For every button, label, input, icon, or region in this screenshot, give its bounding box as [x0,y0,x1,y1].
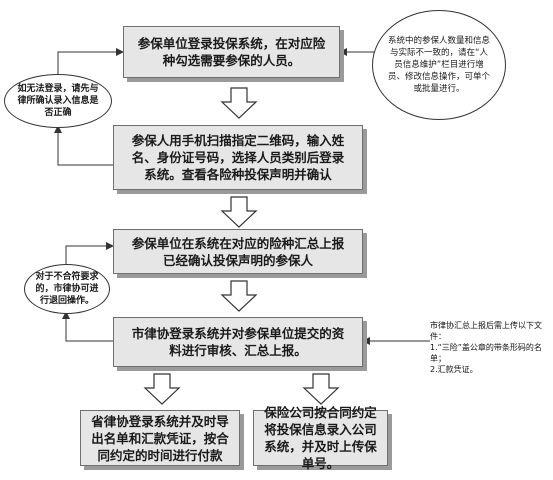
bubble-info-mismatch: 系统中的参保人数量和信息与实际不一致的，请在“人员信息维护”栏目进行增员、修改信… [372,10,506,120]
bubble-login-failure: 如无法登录，请先与律所确认录入信息是否正确 [4,74,112,128]
step-4-city-review: 市律协登录系统并对参保单位提交的资料进行审核、汇总上报。 [113,317,363,367]
down-arrow-1 [220,87,258,119]
down-arrow-4a [143,373,181,405]
step-2-scan-qr: 参保人用手机扫描指定二维码，输入姓名、身份证号码，选择人员类别后登录系统。查看各… [113,125,363,190]
upload-note-line-2: 1.“三险”盖公章的带条形码的名单； [430,343,542,363]
upload-note-line-3: 2.汇款凭证。 [430,365,478,374]
down-arrow-3 [220,280,258,312]
step-1-unit-login: 参保单位登录投保系统，在对应险种勾选需要参保的人员。 [123,26,340,78]
connector-step4-to-reject [62,311,113,342]
connector-loginfail-to-step1 [57,48,124,76]
step-5b-insurer-entry: 保险公司按合同约定将投保信息录入公司系统，并及时上传保单号。 [253,405,388,471]
step-2-text: 参保人用手机扫描指定二维码，输入姓名、身份证号码，选择人员类别后登录系统。查看各… [131,133,345,182]
down-arrow-4b [302,373,340,405]
connector-step2-to-loginfail [54,125,113,166]
bubble-reject-text: 对于不合符要求的，市律协可进行退回操作。 [35,272,99,306]
upload-note-line-1: 市律协汇总上报后需上传以下文件： [430,321,542,341]
step-3-text: 参保单位在系统在对应的险种汇总上报已经确认投保声明的参保人 [131,235,345,268]
step-1-text: 参保单位登录投保系统，在对应险种勾选需要参保的人员。 [137,36,326,68]
step-4-text: 市律协登录系统并对参保单位提交的资料进行审核、汇总上报。 [131,326,345,358]
step-5b-text: 保险公司按合同约定将投保信息录入公司系统，并及时上传保单号。 [264,405,377,471]
step-5a-province-pay: 省律协登录系统并及时导出名单和汇款凭证，按合同约定的时间进行付款 [80,410,240,466]
bubble-reject: 对于不合符要求的，市律协可进行退回操作。 [24,264,110,314]
bubble-info-mismatch-text: 系统中的参保人数量和信息与实际不一致的，请在“人员信息维护”栏目进行增员、修改信… [387,36,490,94]
bubble-login-failure-text: 如无法登录，请先与律所确认录入信息是否正确 [17,84,99,118]
step-5a-text: 省律协登录系统并及时导出名单和汇款凭证，按合同约定的时间进行付款 [91,413,229,463]
upload-requirements-note: 市律协汇总上报后需上传以下文件： 1.“三险”盖公章的带条形码的名单； 2.汇款… [430,320,548,375]
down-arrow-2 [220,196,258,228]
connector-reject-to-step3 [65,242,114,268]
step-3-unit-report: 参保单位在系统在对应的险种汇总上报已经确认投保声明的参保人 [113,229,363,274]
